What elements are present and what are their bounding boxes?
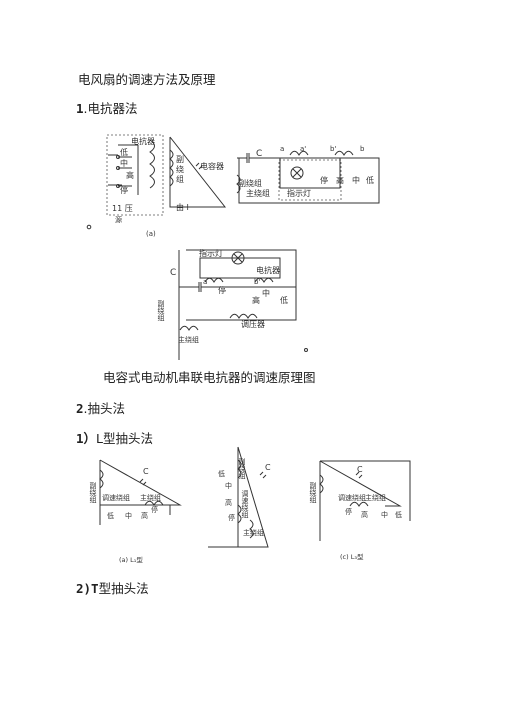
fig3-b-main-label: 主绕组 [243,528,264,537]
fig3-a-tap-label: 调速绕组 [102,493,130,502]
fig3-b-cap-label: C [265,463,271,472]
fig3-c-subfigure-label: (c) L₃型 [340,552,364,561]
fig2-low-label: 低 [280,295,288,305]
fig1-a-high-label: 高 [126,170,134,180]
fig3-a-cap-label: C [143,467,149,476]
fig1-b-aux-label-1: 副 [176,155,184,164]
fig1-c-lamp-label: 指示灯 [287,188,311,198]
fig1-a-source-label: 11 压 [112,204,133,213]
fig1-a-diagram: 电抗器 低 中 高 停 11 压 源 (a) [86,134,164,238]
section-2a-text: L型抽头法 [96,431,153,446]
fig3-c-stop-label: 停 [345,507,352,516]
fig3-b-aux-label: 副绕组 [238,457,246,479]
fig1-b-aux-label-3: 组 [176,174,184,184]
fig1-b-aux-label-2: 绕 [176,164,184,174]
fig2-b2-label: b' [254,278,260,286]
fig1-b-subfigure-label: 由 I [176,202,189,212]
fig1-b-diagram: 副 绕 组 电容器 由 I [169,136,227,212]
section-2a-heading: 1）L型抽头法 [76,428,153,447]
fig2-cap-label: C [170,268,176,278]
fig1-c-diagram: C a a' b' b 副绕组 主绕组 指示灯 停 高 中 低 [236,145,380,204]
fig2-main-label: 主绕组 [178,335,199,344]
fig2-aux-label: 副绕组 [157,299,165,321]
fig2-reactor-label: 电抗器 [256,265,280,275]
fig1-c-cap-label: C [256,149,262,159]
fig1-c-a-label: a [280,145,284,153]
section-2a-number: 1） [76,431,97,446]
fig3-a-high-label: 高 [141,511,148,520]
fig1-a-low-label: 低 [120,147,128,157]
fig3-c-high-label: 高 [361,510,368,519]
fig1-c-stop-label: 停 [320,175,328,185]
section-1-heading: 1.电抗器法 [76,98,138,117]
fig1-c-b-label: b [360,145,365,153]
fig1-a-reactor-label: 电抗器 [131,136,155,146]
fig1-a-source-label-2: 源 [115,215,122,224]
section-2b-number: 2)T [76,581,99,596]
fig3-c-low-label: 低 [395,510,402,519]
fig2-stop-label: 停 [218,285,226,295]
fig1-c-b2-label: b' [330,145,336,153]
fig3-b-low-label: 低 [218,469,225,478]
fig3-c-mid-label: 中 [381,510,388,519]
fig1-c-low-label: 低 [366,175,374,185]
section-2-heading: 2.抽头法 [76,398,125,417]
fig3-c-tap-label: 调速绕组 [338,493,366,502]
fig3-c-aux-label: 副绕组 [309,481,317,503]
fig3-b-tap-label: 调速绕组 [241,489,249,518]
section-1-number: 1 [76,101,84,116]
fig3-a-diagram: 副绕组 C 调速绕组 主绕组 低 中 高 停 (a) L₁型 [89,459,182,564]
fig1-a-mid-label: 中 [120,158,128,168]
section-2-text: .抽头法 [83,401,126,416]
fig3-a-low-label: 低 [107,511,114,520]
document-title: 电风扇的调速方法及原理 [78,72,216,87]
fig3-a-subfigure-label: (a) L₁型 [119,555,143,564]
fig3-b-mid-label: 中 [225,481,232,490]
fig1-b-capacitor-label: 电容器 [200,161,224,171]
fig1-c-aux-label: 副绕组 [238,178,262,188]
fig2-regulator-label: 调压器 [241,320,265,329]
fig1-a-subfigure-label: (a) [146,230,156,238]
fig1-a-stop-label: 停 [120,185,128,195]
fig3-a-main-label: 主绕组 [140,493,161,502]
section-2b-heading: 2)T型抽头法 [76,578,149,597]
fig3-a-mid-label: 中 [125,511,132,520]
fig2-lamp-label: 指示灯 [199,248,223,258]
fig1-c-main-label: 主绕组 [246,188,270,198]
fig3-b-stop-label: 停 [228,513,235,522]
fig3-a-stop-label: 停 [151,505,158,514]
fig2-mid-label: 中 [262,288,270,298]
figure-1-caption: 电容式电动机串联电抗器的调速原理图 [103,370,316,385]
fig2-diagram: 指示灯 电抗器 C a b' 停 中 低 高 调压器 副绕组 主绕组 [157,248,308,360]
fig1-c-mid-label: 中 [352,175,360,185]
section-1-text: .电抗器法 [83,101,138,116]
section-2-number: 2 [76,401,84,416]
fig3-b-high-label: 高 [225,498,232,507]
fig3-c-diagram: 副绕组 C 调速绕组 主绕组 停 高 中 低 (c) L₃型 [309,460,411,561]
fig3-a-aux-label: 副绕组 [89,481,97,503]
fig3-c-main-label: 主绕组 [365,493,386,502]
fig3-b-diagram: 副绕组 C 调速绕组 主绕组 低 中 高 停 [208,446,271,548]
fig2-high-label: 高 [252,295,260,305]
section-2b-text: 型抽头法 [98,581,149,596]
fig3-c-cap-label: C [357,465,363,474]
fig2-a-label: a [203,278,207,286]
fig1-c-high-label: 高 [336,175,344,185]
fig1-c-a2-label: a' [300,145,306,153]
